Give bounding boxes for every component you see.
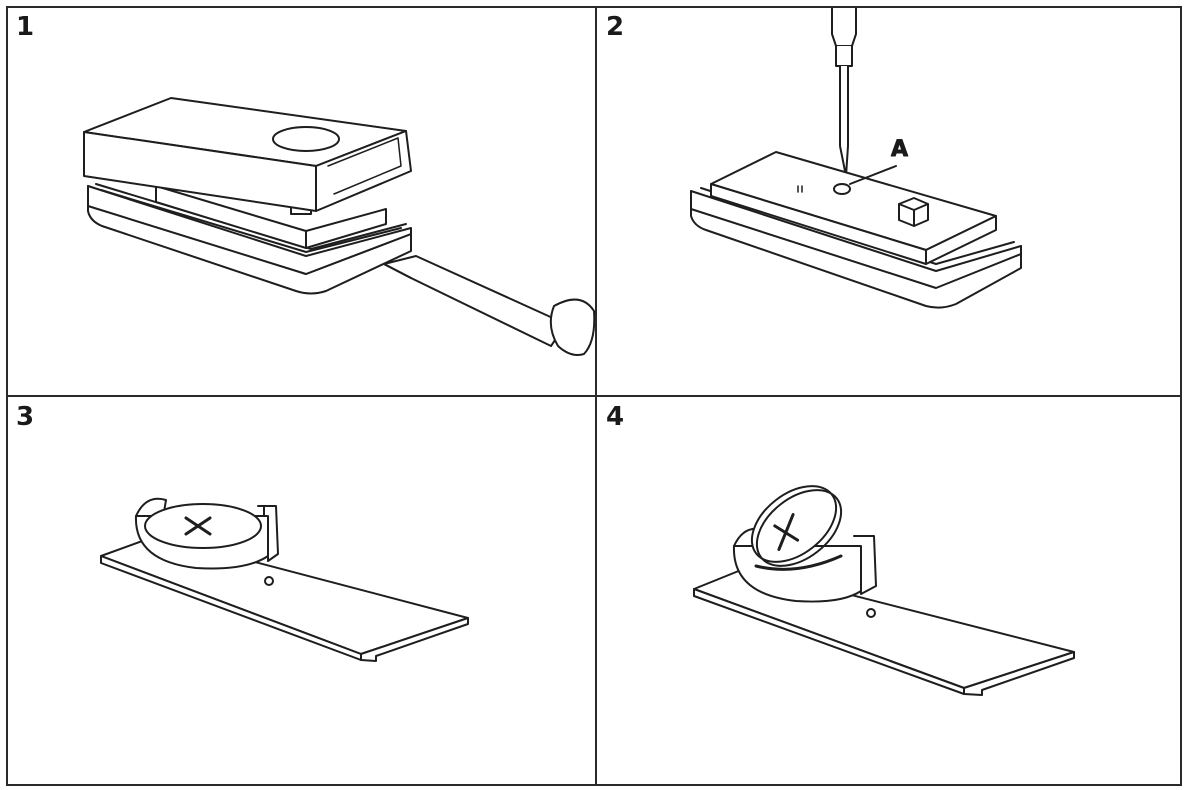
screwdriver-pry — [383, 255, 596, 356]
step-3-panel: 3 — [6, 396, 596, 786]
step-1-panel: 1 — [6, 6, 596, 396]
step-1-number: 1 — [16, 12, 35, 42]
screwdriver-vertical — [831, 6, 857, 177]
coin-battery — [144, 503, 262, 549]
coin-battery-tilted — [750, 485, 843, 567]
step-4-number: 4 — [606, 402, 625, 432]
step-2-illustration: A — [690, 6, 1022, 309]
device-cover — [83, 97, 412, 212]
step-3-illustration — [100, 497, 469, 662]
step-2-number: 2 — [606, 12, 625, 42]
step-4-panel: 4 — [596, 396, 1182, 786]
circuit-board-exposed — [710, 151, 997, 265]
step-2-panel: 2 — [596, 6, 1182, 396]
grid-divider-horizontal — [6, 395, 1182, 397]
callout-a-leader — [849, 165, 897, 185]
step-4-illustration — [693, 485, 1075, 696]
step-3-number: 3 — [16, 402, 35, 432]
callout-a-label: A — [891, 137, 908, 162]
step-1-illustration — [83, 97, 596, 356]
